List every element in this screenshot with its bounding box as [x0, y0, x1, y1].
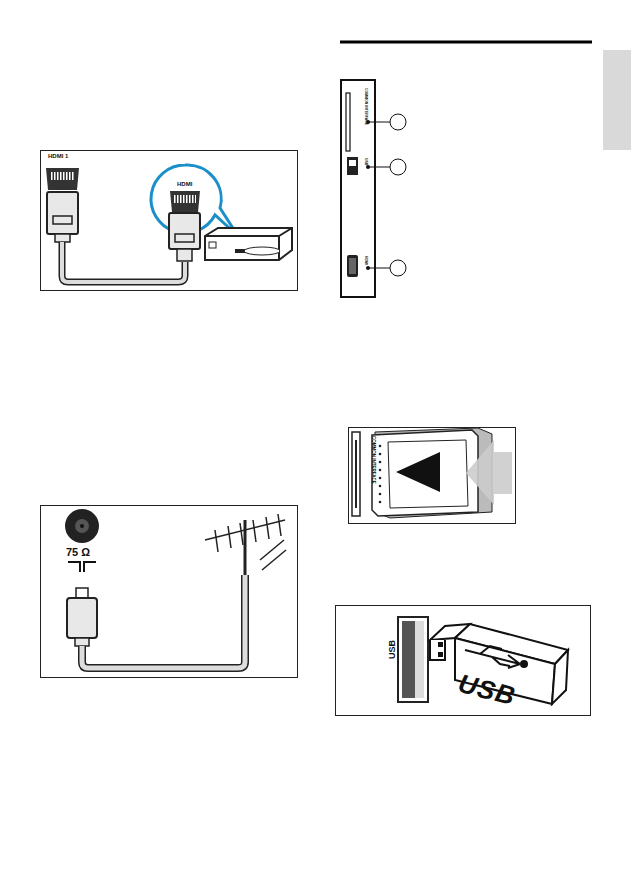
antenna-connection-illustration — [41, 506, 298, 678]
port-label: HDMI 1 — [48, 153, 68, 159]
ci-module-illustration — [349, 428, 516, 524]
port-label: COMMON INTERFACE — [363, 88, 367, 125]
port-label: 75 Ω — [66, 547, 90, 558]
port-label: HDMI — [177, 181, 192, 187]
language-tab — [603, 50, 631, 150]
port-label: USB — [388, 640, 397, 659]
port-label: USB — [363, 158, 367, 165]
side-connector-panel — [341, 80, 406, 297]
port-label: HDMI — [363, 256, 367, 265]
usb-illustration — [336, 606, 591, 716]
port-label: COMMON INTERFACE — [370, 436, 375, 484]
hdmi-connection-illustration — [41, 151, 298, 291]
section-rule — [340, 41, 592, 44]
